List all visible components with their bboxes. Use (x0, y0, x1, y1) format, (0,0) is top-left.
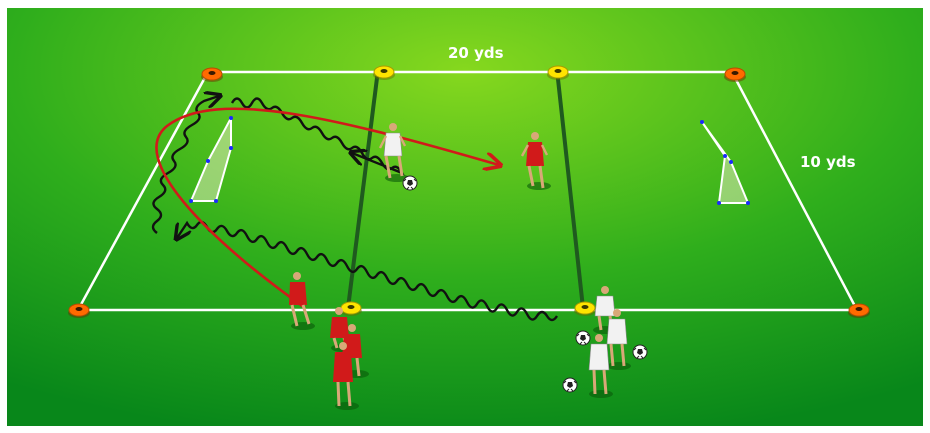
cone-icon (201, 68, 223, 82)
cone-icon (848, 304, 870, 318)
soccer-ball-icon (576, 331, 590, 345)
cone-icon (340, 302, 362, 316)
cone-icon (373, 66, 395, 80)
soccer-drill-diagram: 20 yds 10 yds (7, 8, 923, 426)
cone-icon (574, 302, 596, 316)
width-label: 20 yds (448, 44, 504, 62)
grass-background (7, 8, 923, 426)
cone-icon (724, 68, 746, 82)
soccer-ball-icon (633, 345, 647, 359)
cone-icon (68, 304, 90, 318)
depth-label: 10 yds (800, 153, 856, 171)
soccer-ball-icon (563, 378, 577, 392)
cone-icon (547, 66, 569, 80)
soccer-ball-icon (403, 176, 417, 190)
